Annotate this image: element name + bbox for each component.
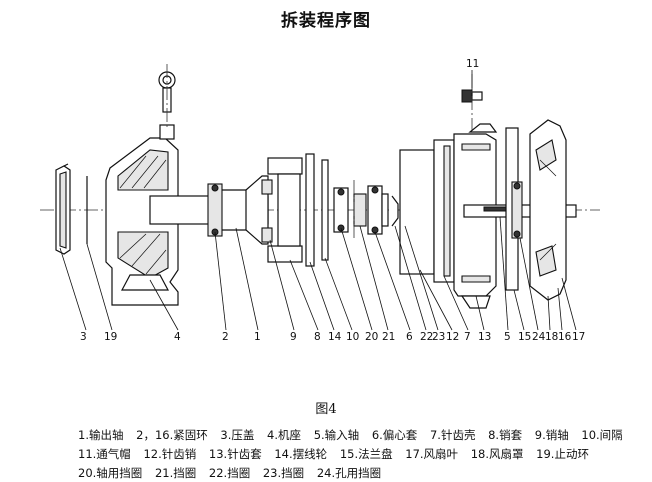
- callout-3: 3: [80, 331, 87, 343]
- legend-item: 19.止动环: [536, 447, 589, 461]
- part-14-cycloid-wheel: [305, 153, 315, 267]
- callout-10: 10: [346, 331, 359, 343]
- callout-5: 5: [504, 331, 511, 343]
- callout-16: 16: [558, 331, 572, 343]
- legend-item: 15.法兰盘: [339, 447, 393, 461]
- legend-item: 14.摆线轮: [274, 447, 328, 461]
- part-3-press-cover: [55, 163, 71, 255]
- legend-item: 5.输入轴: [313, 428, 360, 442]
- legend-item: 1.输出轴: [78, 428, 124, 442]
- legend-item: 22.挡圈: [208, 466, 251, 480]
- callout-17: 17: [572, 331, 585, 343]
- legend-item: 17.风扇叶: [405, 447, 459, 461]
- legend-item: 24.孔用挡圈: [316, 466, 382, 480]
- legend-row-1: 1.输出轴 2，16.紧固环 3.压盖 4.机座 5.输入轴 6.偏心套 7.针…: [78, 427, 632, 443]
- part-4-housing: [105, 124, 179, 306]
- part-11-breather-cap: [461, 74, 483, 130]
- legend-item: 4.机座: [267, 428, 302, 442]
- legend-row-3: 20.轴用挡圈 21.挡圈 22.挡圈 23.挡圈 24.孔用挡圈: [78, 465, 390, 481]
- callout-22: 22: [420, 331, 433, 343]
- legend-item: 18.风扇罩: [470, 447, 524, 461]
- legend-item: 23.挡圈: [262, 466, 305, 480]
- callout-4: 4: [174, 331, 181, 343]
- callout-14: 14: [328, 331, 342, 343]
- legend-item: 20.轴用挡圈: [78, 466, 143, 480]
- part-22-retaining-ring: [391, 195, 399, 227]
- callout-13: 13: [478, 331, 491, 343]
- legend-item: 21.挡圈: [154, 466, 197, 480]
- part-8-pin-sleeve: [267, 157, 303, 263]
- part-9-pin-shaft: [245, 175, 273, 245]
- legend-item: 10.间隔: [581, 428, 623, 442]
- callout-23: 23: [432, 331, 445, 343]
- legend-item: 3.压盖: [220, 428, 255, 442]
- callout-21: 21: [382, 331, 395, 343]
- legend-row-2: 11.通气帽 12.针齿销 13.针齿套 14.摆线轮 15.法兰盘 17.风扇…: [78, 446, 598, 462]
- callout-15: 15: [518, 331, 531, 343]
- figure-label: 图4: [315, 402, 337, 417]
- callout-leaders: [59, 70, 577, 331]
- exploded-assembly-drawing: 3 19 4 2 1 9 8 14 10 20 21 6 22 23 12 7 …: [40, 58, 600, 343]
- legend-item: 2，16.紧固环: [136, 428, 208, 442]
- callout-12: 12: [446, 331, 459, 343]
- legend-item: 9.销轴: [534, 428, 569, 442]
- callout-9: 9: [290, 331, 297, 343]
- legend-item: 8.销套: [488, 428, 523, 442]
- callout-11: 11: [466, 58, 479, 70]
- callout-18: 18: [545, 331, 558, 343]
- part-6-eccentric-sleeve: [333, 180, 389, 240]
- callout-1: 1: [254, 331, 261, 343]
- callout-24: 24: [532, 331, 546, 343]
- legend-item: 6.偏心套: [371, 428, 418, 442]
- callout-8: 8: [314, 331, 321, 343]
- part-10-spacer: [321, 159, 329, 261]
- lifting-eye-bolt: [158, 64, 176, 130]
- part-18-fan-cover: [505, 119, 567, 301]
- legend-item: 11.通气帽: [78, 447, 131, 461]
- callout-2: 2: [222, 331, 229, 343]
- part-7-pin-gear-housing: [399, 139, 455, 283]
- diagram-title: 拆装程序图: [281, 11, 371, 31]
- legend-item: 7.针齿壳: [429, 428, 476, 442]
- callout-7: 7: [464, 331, 471, 343]
- legend-item: 13.针齿套: [208, 447, 262, 461]
- callout-20: 20: [365, 331, 378, 343]
- callout-19: 19: [104, 331, 117, 343]
- legend-item: 12.针齿销: [143, 447, 197, 461]
- callout-6: 6: [406, 331, 413, 343]
- part-2-fastening-ring: [207, 183, 223, 237]
